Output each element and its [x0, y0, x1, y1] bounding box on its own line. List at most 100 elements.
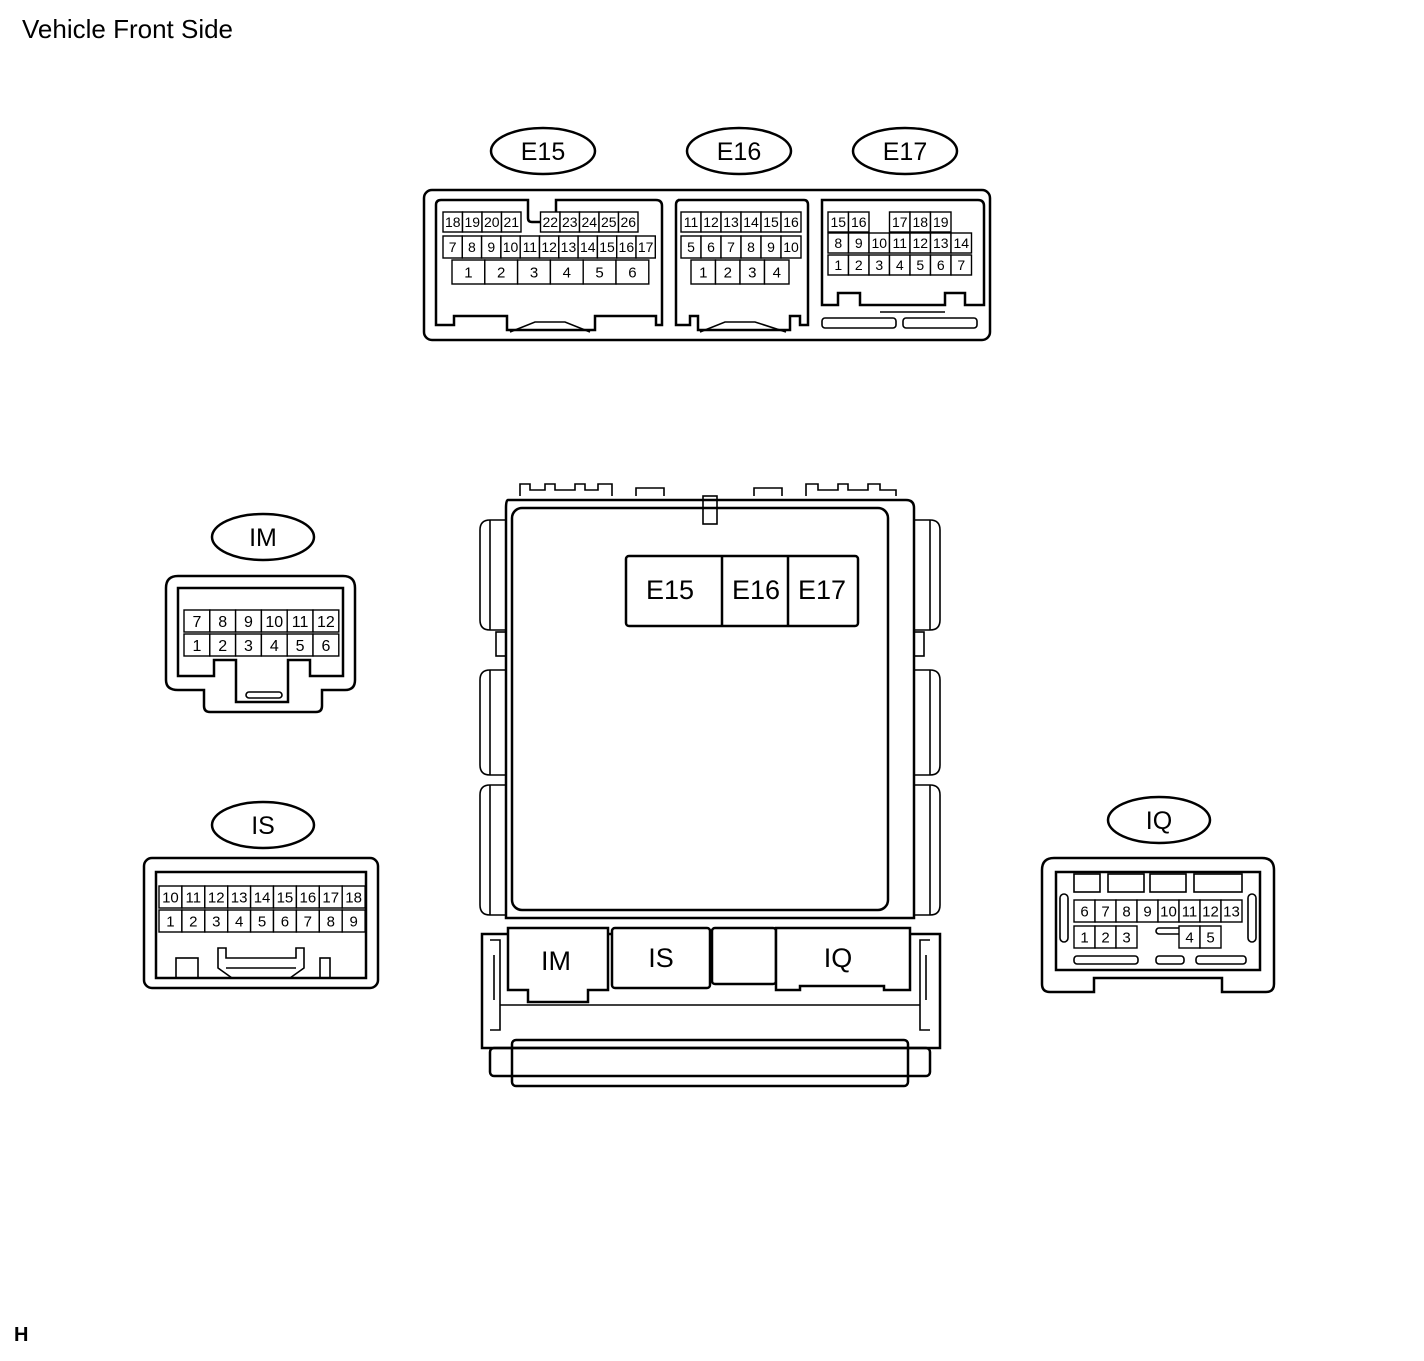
iq-pin-number: 4 — [1185, 929, 1193, 946]
im-connector-housing — [164, 574, 357, 714]
e15-pin-number: 15 — [599, 239, 615, 255]
is-pin-number: 3 — [212, 913, 220, 930]
e15-pin-number: 6 — [628, 264, 636, 281]
e17-pin-number: 19 — [933, 214, 949, 230]
e15-pin-number: 4 — [563, 264, 571, 281]
im-pin-number: 7 — [192, 614, 201, 631]
im-pin-number: 9 — [244, 614, 253, 631]
e15-pin-number: 11 — [523, 239, 538, 255]
e16-pin-number: 4 — [773, 264, 781, 281]
jb-socket-iq: IQ — [824, 943, 853, 973]
e17-pin-number: 12 — [912, 235, 928, 251]
e15-pin-number: 22 — [542, 214, 558, 230]
e15-pin-number: 8 — [468, 239, 476, 255]
e16-pin-number: 9 — [767, 239, 775, 255]
im-pin-number: 12 — [317, 614, 335, 631]
im-pin-number: 6 — [321, 638, 330, 655]
is-pin-cell — [341, 909, 366, 933]
e17-pin-number: 11 — [892, 235, 907, 251]
e16-pin-cell — [780, 211, 802, 233]
iq-pin-cell — [1115, 925, 1138, 949]
e15-pin-number: 1 — [464, 264, 472, 281]
iq-pin-number: 11 — [1182, 903, 1198, 920]
e15-pin-number: 9 — [487, 239, 495, 255]
is-pin-number: 8 — [327, 913, 335, 930]
e17-pin-number: 2 — [855, 257, 863, 273]
e17-pin-number: 8 — [834, 235, 842, 251]
im-pin-cell — [312, 633, 340, 657]
e16-pin-number: 10 — [783, 239, 799, 255]
e17-pin-number: 6 — [937, 257, 945, 273]
is-pin-number: 10 — [162, 889, 179, 906]
is-pin-number: 5 — [258, 913, 266, 930]
e16-pin-number: 15 — [763, 214, 779, 230]
e15-pin-number: 25 — [601, 214, 617, 230]
iq-pin-cell — [1199, 925, 1222, 949]
e16-pin-number: 14 — [743, 214, 759, 230]
e17-pin-number: 1 — [834, 257, 842, 273]
e17-pin-number: 4 — [896, 257, 904, 273]
e15-pin-cell — [484, 259, 519, 285]
e15-pin-number: 10 — [503, 239, 519, 255]
e17-pin-number: 5 — [916, 257, 924, 273]
e15-pin-number: 24 — [581, 214, 597, 230]
e15-pin-cell — [635, 235, 656, 259]
callout-e17-label: E17 — [883, 138, 927, 166]
e16-pin-number: 2 — [724, 264, 732, 281]
is-pin-number: 11 — [186, 889, 202, 906]
e16-pin-number: 13 — [723, 214, 739, 230]
callout-iq: IQ — [1106, 795, 1212, 845]
e15-pin-cell — [500, 211, 522, 233]
iq-pin-number: 6 — [1080, 903, 1088, 920]
e17-pin-number: 7 — [957, 257, 965, 273]
e15-pin-number: 5 — [595, 264, 603, 281]
e16-pin-number: 8 — [747, 239, 755, 255]
e15-pin-number: 14 — [580, 239, 596, 255]
e15-pin-number: 21 — [503, 214, 519, 230]
e16-pin-number: 12 — [703, 214, 719, 230]
e15-pin-number: 12 — [541, 239, 557, 255]
iq-pin-number: 7 — [1101, 903, 1109, 920]
e17-pin-number: 13 — [933, 235, 949, 251]
callout-iq-label: IQ — [1146, 807, 1172, 835]
iq-pin-number: 2 — [1101, 929, 1109, 946]
is-pin-number: 18 — [345, 889, 362, 906]
e17-pin-number: 15 — [830, 214, 846, 230]
is-pin-cell — [341, 885, 366, 909]
e15-pin-number: 17 — [638, 239, 654, 255]
e15-pin-cell — [615, 259, 650, 285]
e17-pin-number: 17 — [892, 214, 908, 230]
is-pin-number: 15 — [277, 889, 294, 906]
e15-pin-number: 7 — [449, 239, 457, 255]
im-pin-number: 8 — [218, 614, 227, 631]
e16-pin-number: 7 — [727, 239, 735, 255]
is-pin-number: 1 — [166, 913, 174, 930]
im-pin-cell — [312, 609, 340, 633]
jb-socket-im: IM — [541, 946, 571, 976]
im-pin-number: 1 — [192, 638, 201, 655]
callout-e15-label: E15 — [521, 138, 565, 166]
iq-pin-number: 12 — [1202, 903, 1219, 920]
iq-pin-number: 5 — [1206, 929, 1214, 946]
e15-pin-cell — [617, 211, 639, 233]
jb-socket-e17: E17 — [798, 575, 846, 605]
e16-pin-number: 6 — [707, 239, 715, 255]
is-pin-number: 7 — [304, 913, 312, 930]
e16-pin-cell — [780, 235, 802, 259]
is-connector-housing — [142, 856, 380, 990]
is-pin-number: 2 — [189, 913, 197, 930]
e15-pin-number: 19 — [464, 214, 480, 230]
callout-e16-label: E16 — [717, 138, 761, 166]
iq-pin-number: 8 — [1122, 903, 1130, 920]
is-pin-number: 17 — [322, 889, 339, 906]
e17-pin-cell — [847, 211, 870, 233]
im-pin-number: 3 — [244, 638, 253, 655]
e15-pin-number: 18 — [445, 214, 461, 230]
e17-pin-number: 10 — [871, 235, 887, 251]
